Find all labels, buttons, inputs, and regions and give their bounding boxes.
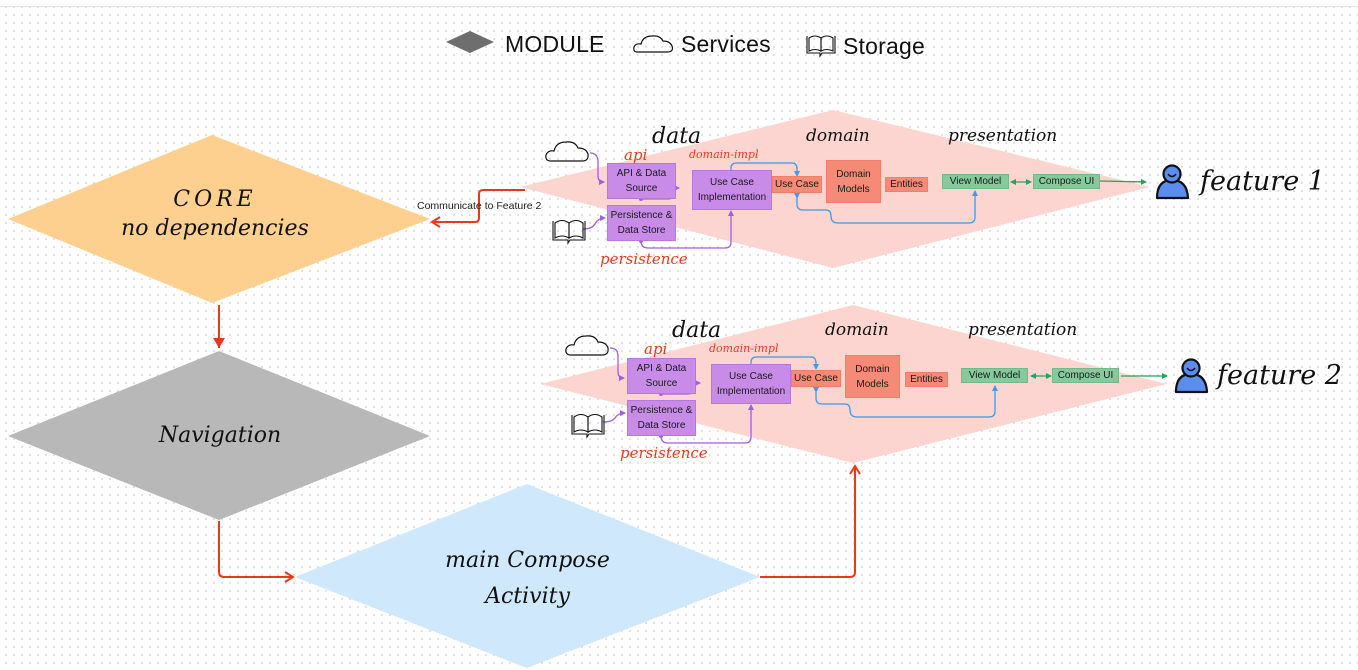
feature1-book-icon — [552, 219, 586, 245]
feature2-user-icon — [1174, 358, 1209, 394]
core-title: CORE — [173, 187, 257, 212]
feature2-api-data-source-box[interactable]: API & Data Source — [627, 358, 696, 394]
communicate-label: Communicate to Feature 2 — [417, 200, 542, 212]
legend-storage-label: Storage — [843, 32, 925, 59]
navigation-module-diamond[interactable] — [8, 351, 430, 520]
feature1-presentation-layer-label: presentation — [948, 126, 1058, 146]
feature2-presentation-layer-label: presentation — [968, 320, 1078, 340]
feature2-use-case-impl-box[interactable]: Use Case Implementation — [711, 364, 791, 404]
feature1-api-label: api — [624, 146, 648, 164]
navigation-module-label: Navigation — [158, 423, 282, 448]
legend-module-label: MODULE — [505, 30, 605, 57]
feature1-data-layer-label: data — [652, 124, 702, 149]
legend-book-icon — [806, 35, 836, 58]
main-compose-activity-diamond[interactable] — [295, 484, 760, 668]
core-module-diamond[interactable] — [8, 135, 430, 303]
legend-cloud-icon — [633, 35, 674, 53]
top-divider — [0, 6, 1358, 7]
feature1-compose-ui-box[interactable]: Compose UI — [1033, 174, 1100, 189]
feature2-persistence-box[interactable]: Persistence & Data Store — [627, 400, 696, 436]
feature1-api-data-source-box[interactable]: API & Data Source — [607, 163, 676, 199]
main-compose-label: main Compose Activity — [410, 543, 645, 615]
feature2-view-model-box[interactable]: View Model — [961, 368, 1028, 383]
feature1-domain-models-box[interactable]: Domain Models — [826, 160, 881, 203]
feature1-domain-layer-label: domain — [806, 126, 870, 146]
feature1-use-case-box[interactable]: Use Case — [772, 176, 822, 193]
legend-services: Services — [681, 26, 771, 62]
feature2-domain-layer-label: domain — [825, 320, 889, 340]
feature1-cloud-icon — [545, 141, 589, 162]
legend-services-label: Services — [681, 30, 771, 57]
feature2-data-layer-label: data — [672, 318, 722, 343]
feature1-use-case-impl-box[interactable]: Use Case Implementation — [692, 170, 772, 210]
feature2-domain-impl-label: domain-impl — [709, 342, 779, 355]
feature1-persistence-box[interactable]: Persistence & Data Store — [607, 205, 676, 241]
feature2-title: feature 2 — [1217, 360, 1342, 391]
feature2-entities-box[interactable]: Entities — [905, 372, 948, 387]
feature1-title: feature 1 — [1200, 166, 1325, 197]
feature1-entities-box[interactable]: Entities — [885, 177, 928, 192]
main-to-feature2-arrow — [760, 464, 861, 578]
main-compose-line2: Activity — [485, 584, 570, 609]
feature2-book-icon — [571, 413, 605, 439]
feature2-api-label: api — [644, 340, 668, 358]
feature2-arrows — [602, 347, 1168, 444]
main-compose-line1: main Compose — [445, 548, 610, 573]
feature2-persistence-label: persistence — [620, 444, 708, 462]
legend-storage: Storage — [843, 28, 925, 64]
navigation-to-main-arrow — [218, 521, 295, 583]
feature1-view-model-box[interactable]: View Model — [942, 174, 1009, 189]
feature2-domain-models-box[interactable]: Domain Models — [845, 355, 900, 398]
feature1-domain-impl-label: domain-impl — [689, 148, 759, 161]
core-subtitle: no dependencies — [121, 215, 309, 241]
feature2-compose-ui-box[interactable]: Compose UI — [1052, 368, 1119, 383]
feature1-to-core-arrow — [430, 189, 525, 228]
feature1-persistence-label: persistence — [600, 250, 688, 268]
core-module-label: CORE no dependencies — [110, 186, 320, 243]
feature1-user-icon — [1155, 164, 1190, 200]
legend-module-diamond-icon — [446, 31, 494, 53]
legend-module: MODULE — [505, 26, 605, 62]
feature2-cloud-icon — [565, 335, 609, 356]
feature2-use-case-box[interactable]: Use Case — [791, 370, 841, 387]
